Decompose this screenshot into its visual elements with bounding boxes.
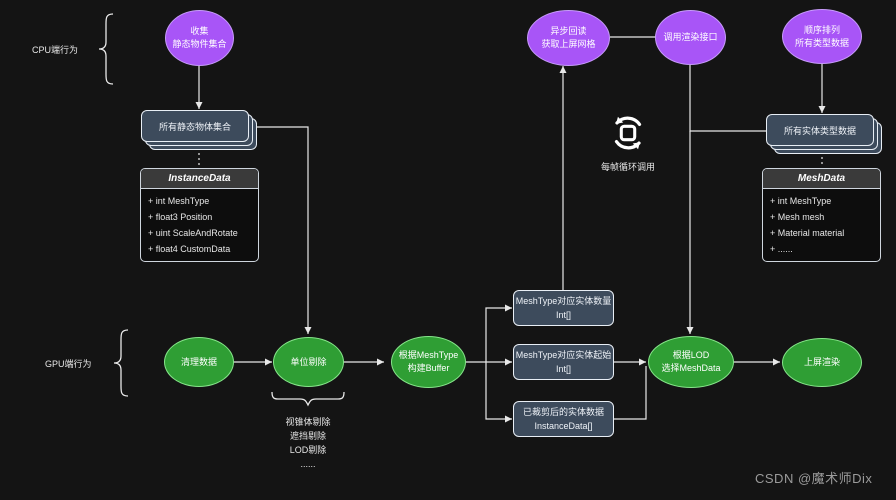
data-box-culled-instances[interactable]: 已裁剪后的实体数据 InstanceData[] xyxy=(513,401,614,437)
data-box-meshtype-start-line2: Int[] xyxy=(555,364,571,374)
cull-annotation-line1: 视锥体剔除 xyxy=(285,417,331,427)
node-present-line1: 上屏渲染 xyxy=(803,357,840,367)
cpu-brace xyxy=(98,13,114,85)
uml-row: + uint ScaleAndRotate xyxy=(148,228,238,238)
data-box-meshtype-start[interactable]: MeshType对应实体起始 Int[] xyxy=(513,344,614,380)
section-label-cpu: CPU端行为 xyxy=(32,45,79,55)
stacked-box-all-static-objects-label: 所有静态物体集合 xyxy=(158,121,231,132)
uml-row: + int MeshType xyxy=(770,196,832,206)
node-call-render-api[interactable]: 调用渲染接口 xyxy=(655,10,726,65)
stacked-box-all-entity-types[interactable]: 所有实体类型数据 xyxy=(766,114,882,154)
stack-layer-front: 所有实体类型数据 xyxy=(766,114,874,146)
uml-rows-meshdata: + int MeshType + Mesh mesh + Material ma… xyxy=(763,189,880,261)
loop-refresh-icon xyxy=(614,116,642,150)
node-async-readback-line2: 获取上屏网格 xyxy=(541,39,596,49)
data-box-culled-instances-line1: 已裁剪后的实体数据 xyxy=(522,407,604,417)
stack-layer-front: 所有静态物体集合 xyxy=(141,110,249,142)
node-sort-all-types-line2: 所有类型数据 xyxy=(794,37,849,48)
node-build-buffer[interactable]: 根据MeshType 构建Buffer xyxy=(391,336,466,388)
node-collect-line2: 静态物件集合 xyxy=(172,39,227,49)
data-box-meshtype-count[interactable]: MeshType对应实体数量 Int[] xyxy=(513,290,614,326)
node-collect[interactable]: 收集 静态物件集合 xyxy=(165,10,234,66)
node-unit-cull[interactable]: 单位剔除 xyxy=(273,337,344,387)
cull-annotation-line4: ...... xyxy=(300,459,316,469)
section-label-gpu: GPU端行为 xyxy=(45,359,92,369)
node-clear-data-line1: 清理数据 xyxy=(180,356,217,367)
data-box-culled-instances-line2: InstanceData[] xyxy=(534,421,593,431)
loop-annotation: 每帧循环调用 xyxy=(595,110,661,173)
uml-row: + float3 Position xyxy=(148,212,213,222)
uml-title-instancedata: InstanceData xyxy=(141,169,258,189)
node-select-meshdata[interactable]: 根据LOD 选择MeshData xyxy=(648,336,734,388)
node-build-buffer-line1: 根据MeshType xyxy=(398,350,459,360)
watermark: CSDN @魔术师Dix xyxy=(755,471,873,486)
cull-annotation-line2: 遮挡剔除 xyxy=(289,431,326,441)
gpu-brace xyxy=(113,329,129,397)
uml-row: + int MeshType xyxy=(148,196,210,206)
data-box-meshtype-count-line1: MeshType对应实体数量 xyxy=(515,296,612,306)
cull-annotation-line3: LOD剔除 xyxy=(289,445,327,455)
uml-title-meshdata: MeshData xyxy=(763,169,880,189)
node-sort-all-types[interactable]: 顺序排列 所有类型数据 xyxy=(782,9,862,64)
uml-row: + Mesh mesh xyxy=(770,212,825,222)
uml-row: + Material material xyxy=(770,228,845,238)
node-clear-data[interactable]: 清理数据 xyxy=(164,337,234,387)
uml-row: + ...... xyxy=(770,244,793,254)
node-unit-cull-line1: 单位剔除 xyxy=(290,356,327,367)
cull-brace xyxy=(271,391,345,407)
data-box-meshtype-start-line1: MeshType对应实体起始 xyxy=(515,350,612,360)
cull-annotation-list: 视锥体剔除 遮挡剔除 LOD剔除 ...... xyxy=(258,415,358,471)
node-build-buffer-line2: 构建Buffer xyxy=(407,363,450,373)
loop-caption: 每帧循环调用 xyxy=(600,162,655,172)
uml-class-instancedata[interactable]: InstanceData + int MeshType + float3 Pos… xyxy=(140,168,259,262)
stacked-box-all-entity-types-label: 所有实体类型数据 xyxy=(783,125,856,136)
uml-row: + float4 CustomData xyxy=(148,244,231,254)
uml-class-meshdata[interactable]: MeshData + int MeshType + Mesh mesh + Ma… xyxy=(762,168,881,262)
node-present[interactable]: 上屏渲染 xyxy=(782,338,862,387)
node-select-meshdata-line1: 根据LOD xyxy=(672,350,710,360)
node-collect-line1: 收集 xyxy=(190,26,209,36)
data-box-meshtype-count-line2: Int[] xyxy=(555,310,571,320)
node-select-meshdata-line2: 选择MeshData xyxy=(661,363,721,373)
uml-rows-instancedata: + int MeshType + float3 Position + uint … xyxy=(141,189,258,261)
node-sort-all-types-line1: 顺序排列 xyxy=(803,24,840,35)
node-async-readback-line1: 异步回读 xyxy=(550,26,587,36)
stacked-box-all-static-objects[interactable]: 所有静态物体集合 xyxy=(141,110,257,150)
node-async-readback[interactable]: 异步回读 获取上屏网格 xyxy=(527,10,610,66)
node-call-render-api-line1: 调用渲染接口 xyxy=(663,32,718,42)
